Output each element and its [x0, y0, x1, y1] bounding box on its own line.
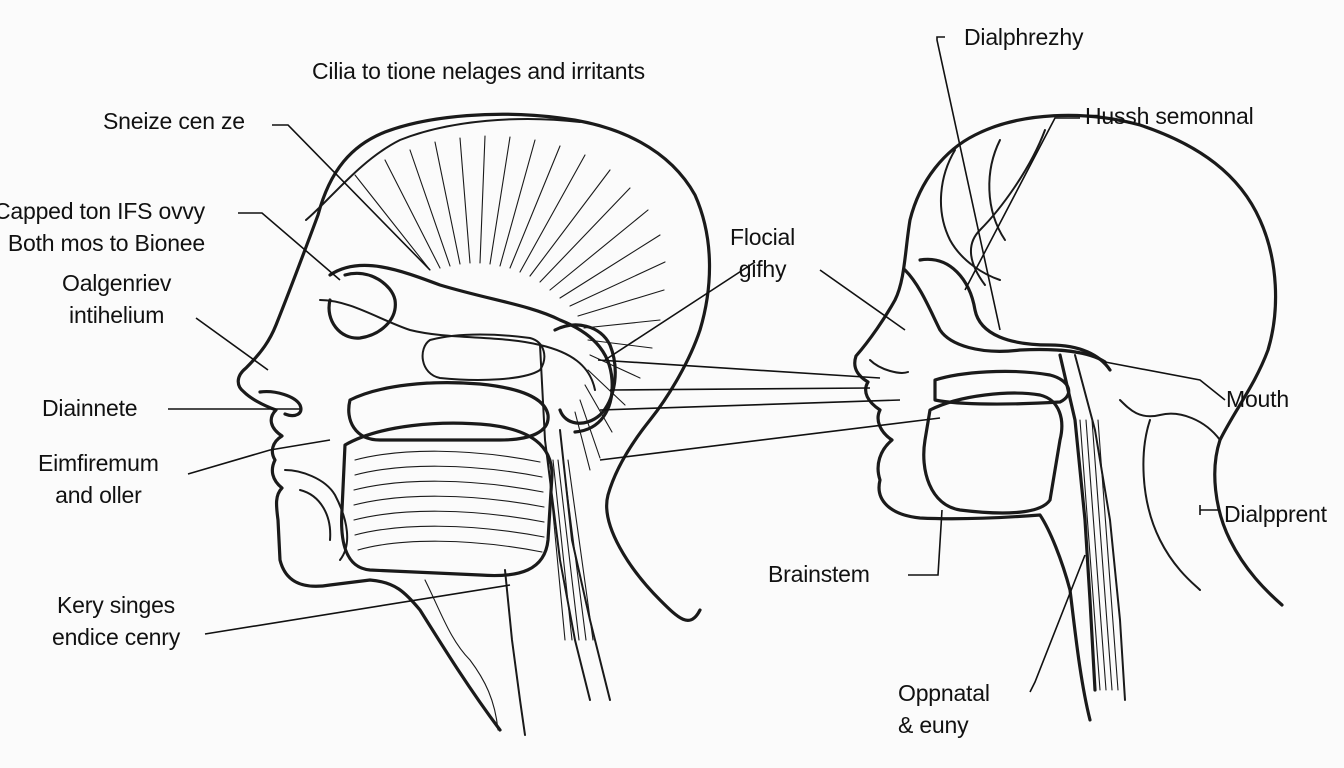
label-kery-singes: Kery singes endice cenry	[52, 590, 180, 653]
label-oppnatal-line2: & euny	[898, 711, 969, 738]
label-oalgenriev: Oalgenriev intihelium	[62, 268, 171, 331]
diagram-title: Cilia to tione nelages and irritants	[312, 58, 645, 84]
label-oalgenriev-line2: intihelium	[69, 301, 165, 328]
label-hussh-semonnal: Hussh semonnal	[1085, 103, 1254, 129]
label-brainstem: Brainstem	[768, 561, 870, 587]
label-sneeze-center: Sneize cen ze	[103, 108, 245, 134]
label-flocial: Flocial gifhy	[730, 222, 795, 285]
right-head-airway	[869, 129, 1126, 701]
label-kery-singes-line2: endice cenry	[52, 623, 181, 650]
label-kery-singes-line1: Kery singes	[57, 592, 175, 618]
label-oppnatal-line1: Oppnatal	[898, 680, 990, 706]
label-flocial-line1: Flocial	[730, 224, 796, 250]
label-eimfiremum-line2: and oller	[55, 481, 142, 508]
label-capped-ton-line2: Both mos to Bionee	[7, 229, 205, 256]
label-capped-ton: Capped ton IFS ovvy Both mos to Bionee	[0, 196, 205, 259]
label-capped-ton-line1: Capped ton IFS ovvy	[0, 198, 205, 224]
label-flocial-line2: gifhy	[738, 255, 787, 282]
label-dialphrezhy: Dialphrezhy	[964, 24, 1084, 50]
label-oalgenriev-line1: Oalgenriev	[62, 270, 172, 296]
cilia-radiating-lines	[354, 135, 666, 471]
label-dialpprent: Dialpprent	[1224, 501, 1327, 527]
label-mouth: Mouth	[1226, 386, 1289, 412]
label-eimfiremum-line1: Eimfiremum	[38, 450, 159, 476]
label-diainnete: Diainnete	[42, 395, 138, 421]
left-head-airway	[258, 263, 617, 736]
right-head-outline	[853, 113, 1284, 722]
left-head-outline	[236, 112, 712, 732]
label-eimfiremum: Eimfiremum and oller	[38, 448, 159, 511]
leader-lines	[168, 36, 1226, 693]
label-oppnatal: Oppnatal & euny	[898, 678, 990, 741]
